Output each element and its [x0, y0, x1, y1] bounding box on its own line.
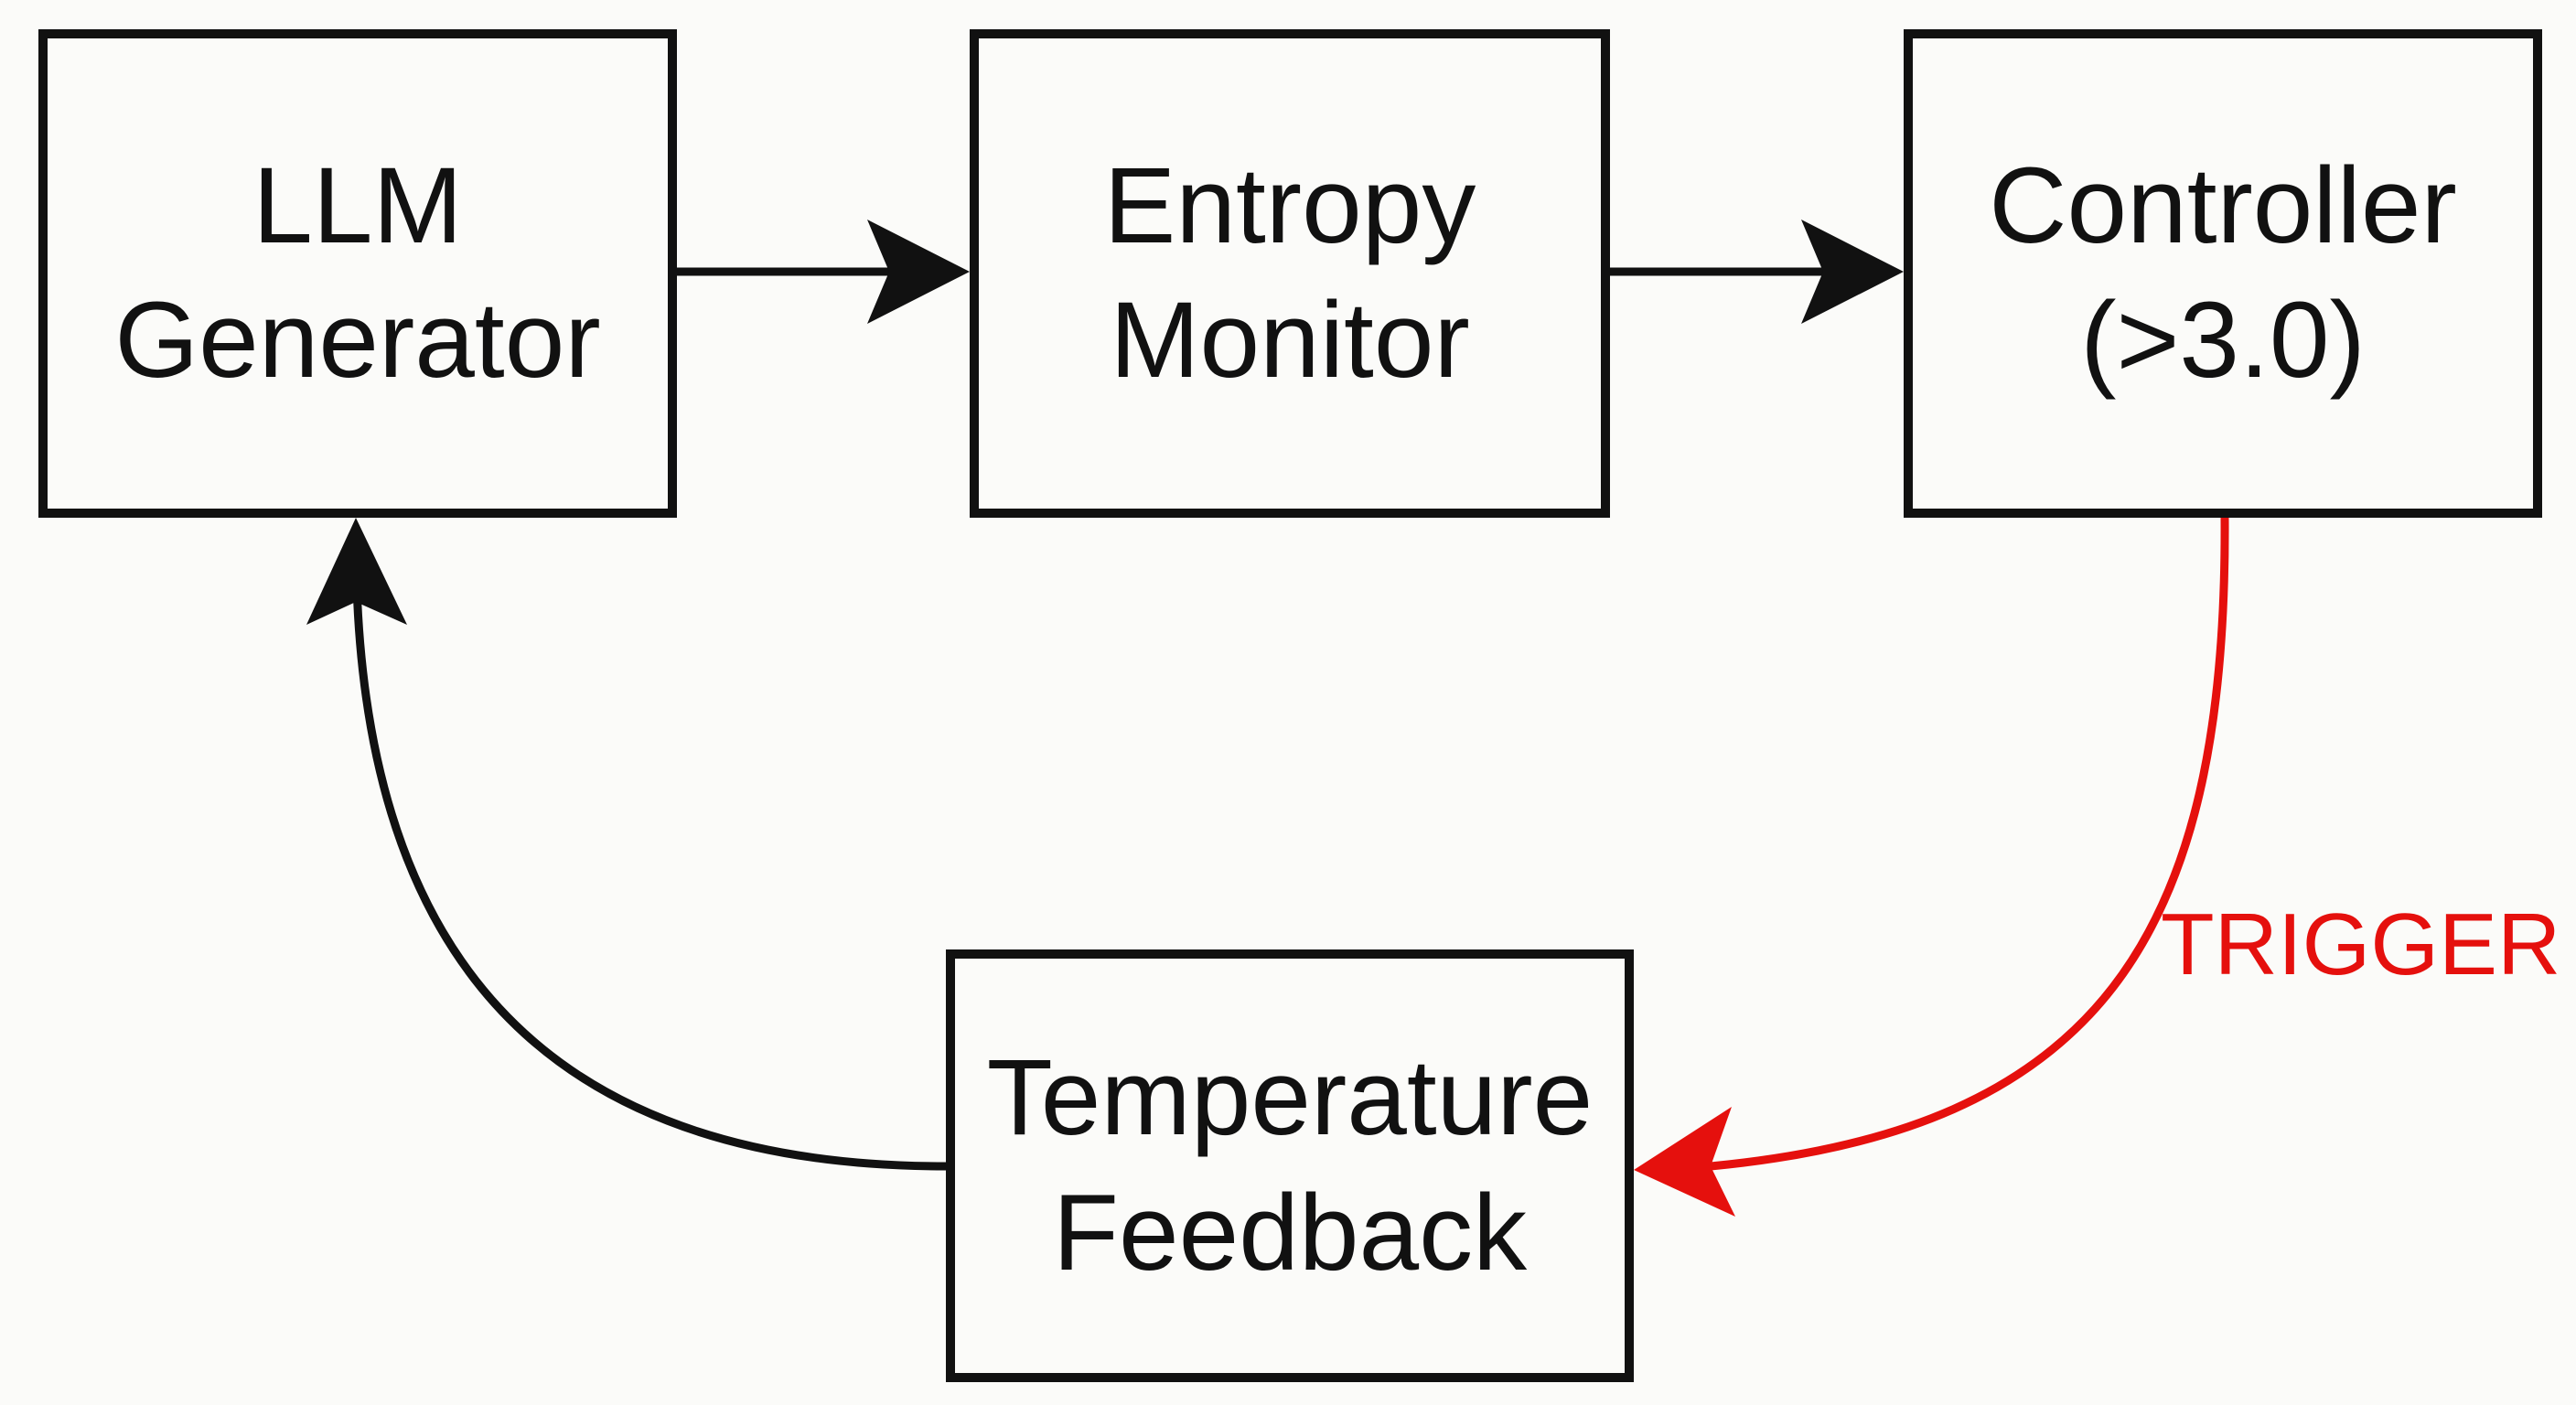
entropy-monitor-box: Entropy Monitor	[970, 29, 1610, 518]
arrow-trigger-curve	[1710, 517, 2229, 1171]
arrowhead-temperature-feedback	[1634, 1107, 1735, 1217]
arrowhead-controller	[1801, 220, 1904, 324]
controller-box: Controller (>3.0)	[1904, 29, 2542, 518]
trigger-edge-label: TRIGGER	[2161, 896, 2561, 993]
llm-generator-label-line1: LLM	[252, 145, 463, 266]
entropy-monitor-label-line2: Monitor	[1110, 280, 1470, 401]
llm-generator-label-line2: Generator	[114, 280, 601, 401]
arrow-feedback-curve	[352, 585, 947, 1171]
controller-label-line1: Controller	[1989, 145, 2457, 266]
arrowhead-llm-generator	[306, 518, 407, 625]
entropy-monitor-label-line1: Entropy	[1103, 145, 1476, 266]
arrowhead-entropy-monitor	[867, 220, 970, 324]
controller-label-line2: (>3.0)	[2080, 280, 2366, 401]
llm-generator-box: LLM Generator	[38, 29, 677, 518]
temperature-feedback-box: Temperature Feedback	[946, 949, 1634, 1382]
temperature-feedback-label-line2: Feedback	[1052, 1172, 1528, 1293]
temperature-feedback-label-line1: Temperature	[986, 1037, 1594, 1158]
